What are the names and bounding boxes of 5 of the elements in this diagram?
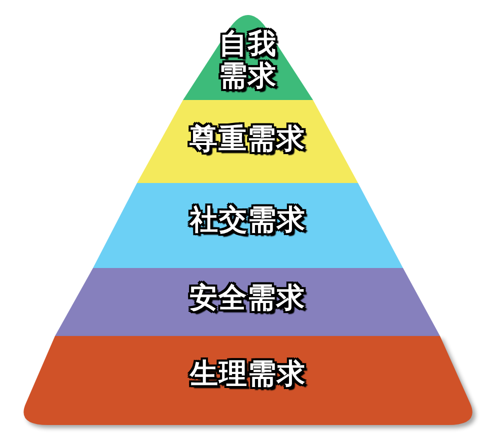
tier-label: 自我需求	[218, 28, 278, 92]
tier-label: 尊重需求	[190, 122, 306, 154]
tier-label: 生理需求	[190, 358, 306, 390]
tier-label: 安全需求	[190, 282, 306, 314]
tier-label: 社交需求	[190, 204, 306, 236]
